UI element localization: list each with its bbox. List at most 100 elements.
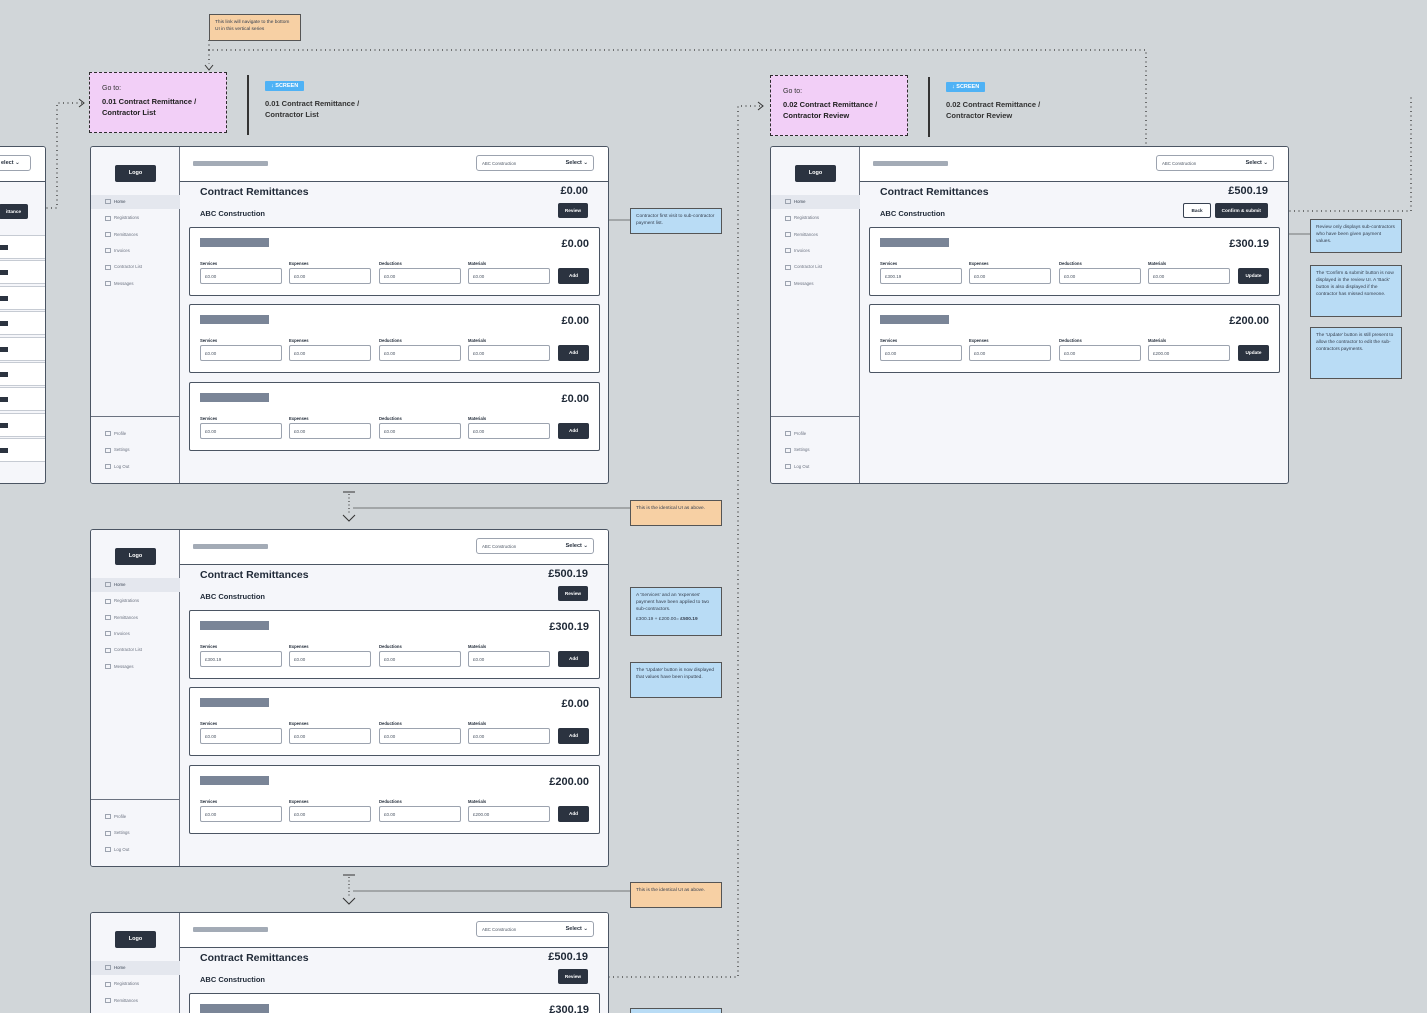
sidebar-item-label: Home [114,965,126,970]
materials-input[interactable]: £0.00 [468,268,550,284]
sidebar-item-log-out[interactable]: Log Out [91,460,180,474]
materials-input[interactable]: £0.00 [468,422,550,439]
add-button[interactable]: Add [558,805,589,822]
expenses-input[interactable]: £0.00 [289,728,371,745]
expenses-input[interactable]: £0.00 [969,345,1051,362]
review-button[interactable]: Review [557,586,588,601]
expenses-input[interactable]: £0.00 [289,651,371,667]
sidebar-item-messages[interactable]: Messages [91,660,180,674]
page-title: Contract Remittances [200,186,309,198]
add-button[interactable]: Add [558,345,589,362]
goto-contractor-list[interactable]: Go to: 0.01 Contract Remittance / Contra… [89,72,227,133]
sidebar-item-home[interactable]: Home [91,961,180,975]
add-button[interactable]: Add [558,422,589,439]
sidebar-item-profile[interactable]: Profile [91,427,180,441]
services-input[interactable]: £0.00 [880,345,962,362]
sidebar-item-profile[interactable]: Profile [91,810,180,824]
sidebar-item-settings[interactable]: Settings [91,443,180,457]
deductions-input[interactable]: £0.00 [1059,268,1141,284]
confirm-submit-button[interactable]: Confirm & submit [1214,203,1268,218]
sidebar-item-invoices[interactable]: Invoices [771,244,860,258]
sidebar-item-home[interactable]: Home [91,195,180,209]
back-button[interactable]: Back [1183,203,1211,218]
sidebar-item-contractor-list[interactable]: Contractor List [91,643,180,657]
update-button[interactable]: Update [1238,345,1269,362]
add-button[interactable]: Add [558,268,589,284]
services-input[interactable]: £300.19 [200,651,282,667]
select-label: Select ⌄ [565,160,588,166]
deductions-input[interactable]: £0.00 [379,268,461,284]
sidebar-item-registrations[interactable]: Registrations [91,594,180,608]
sidebar-item-invoices[interactable]: Invoices [91,627,180,641]
expenses-input[interactable]: £0.00 [289,805,371,822]
services-input[interactable]: £0.00 [200,345,282,362]
company-name: ABC Construction [880,209,945,218]
deductions-input[interactable]: £0.00 [379,805,461,822]
goto-contractor-review[interactable]: Go to: 0.02 Contract Remittance / Contra… [770,75,908,136]
deductions-input[interactable]: £0.00 [379,345,461,362]
sidebar-item-remittances[interactable]: Remittances [91,994,180,1008]
add-button[interactable]: Add [558,728,589,745]
sidebar-item-settings[interactable]: Settings [91,826,180,840]
sidebar-item-log-out[interactable]: Log Out [91,843,180,857]
services-input[interactable]: £0.00 [200,728,282,745]
materials-input[interactable]: £0.00 [468,728,550,745]
nav-icon [105,631,111,637]
card-amount: £0.00 [561,315,589,328]
materials-input[interactable]: £0.00 [1148,268,1230,284]
deductions-input[interactable]: £0.00 [1059,345,1141,362]
review-button[interactable]: Review [557,969,588,984]
sidebar-item-home[interactable]: Home [91,578,180,592]
sidebar-item-label: Home [114,199,126,204]
deductions-input[interactable]: £0.00 [379,728,461,745]
sidebar-item-contractor-list[interactable]: Contractor List [771,260,860,274]
expenses-input[interactable]: £0.00 [969,268,1051,284]
expenses-input[interactable]: £0.00 [289,345,371,362]
services-input[interactable]: £300.19 [880,268,962,284]
sidebar-item-registrations[interactable]: Registrations [91,211,180,225]
materials-input[interactable]: £200.00 [1148,345,1230,362]
sidebar-item-log-out[interactable]: Log Out [771,460,860,474]
deductions-input[interactable]: £0.00 [379,422,461,439]
sidebar-item-contractor-list[interactable]: Contractor List [91,260,180,274]
sidebar-item-remittances[interactable]: Remittances [91,611,180,625]
sidebar-item-messages[interactable]: Messages [771,277,860,291]
partial-select[interactable]: elect ⌄ [0,155,31,171]
sidebar-item-profile[interactable]: Profile [771,427,860,441]
logo: Logo [115,165,156,182]
field-label-expenses: Expenses [969,261,989,266]
services-input[interactable]: £0.00 [200,805,282,822]
nav-icon [105,663,111,669]
note-update-still: The 'Update' button is still present to … [1310,327,1402,379]
sidebar-item-registrations[interactable]: Registrations [771,211,860,225]
deductions-input[interactable]: £0.00 [379,651,461,667]
sidebar-item-invoices[interactable]: Invoices [91,244,180,258]
nav-icon [105,997,111,1003]
nav-icon [105,463,111,469]
sidebar-item-settings[interactable]: Settings [771,443,860,457]
services-input[interactable]: £0.00 [200,422,282,439]
services-input[interactable]: £0.00 [200,268,282,284]
update-button[interactable]: Update [1238,268,1269,284]
add-button[interactable]: Add [558,651,589,667]
sidebar-item-label: Invoices [114,630,130,636]
expenses-input[interactable]: £0.00 [289,268,371,284]
sidebar-item-remittances[interactable]: Remittances [91,228,180,242]
sidebar-item-registrations[interactable]: Registrations [91,977,180,991]
materials-input[interactable]: £200.00 [468,805,550,822]
sidebar-item-remittances[interactable]: Remittances [771,228,860,242]
sidebar-item-home[interactable]: Home [771,195,860,209]
materials-input[interactable]: £0.00 [468,345,550,362]
field-label-materials: Materials [468,261,487,266]
sidebar-item-messages[interactable]: Messages [91,277,180,291]
nav-icon [785,199,791,205]
expenses-input[interactable]: £0.00 [289,422,371,439]
review-button[interactable]: Review [557,203,588,218]
materials-input[interactable]: £0.00 [468,651,550,667]
partial-button[interactable]: ittance [0,204,29,219]
